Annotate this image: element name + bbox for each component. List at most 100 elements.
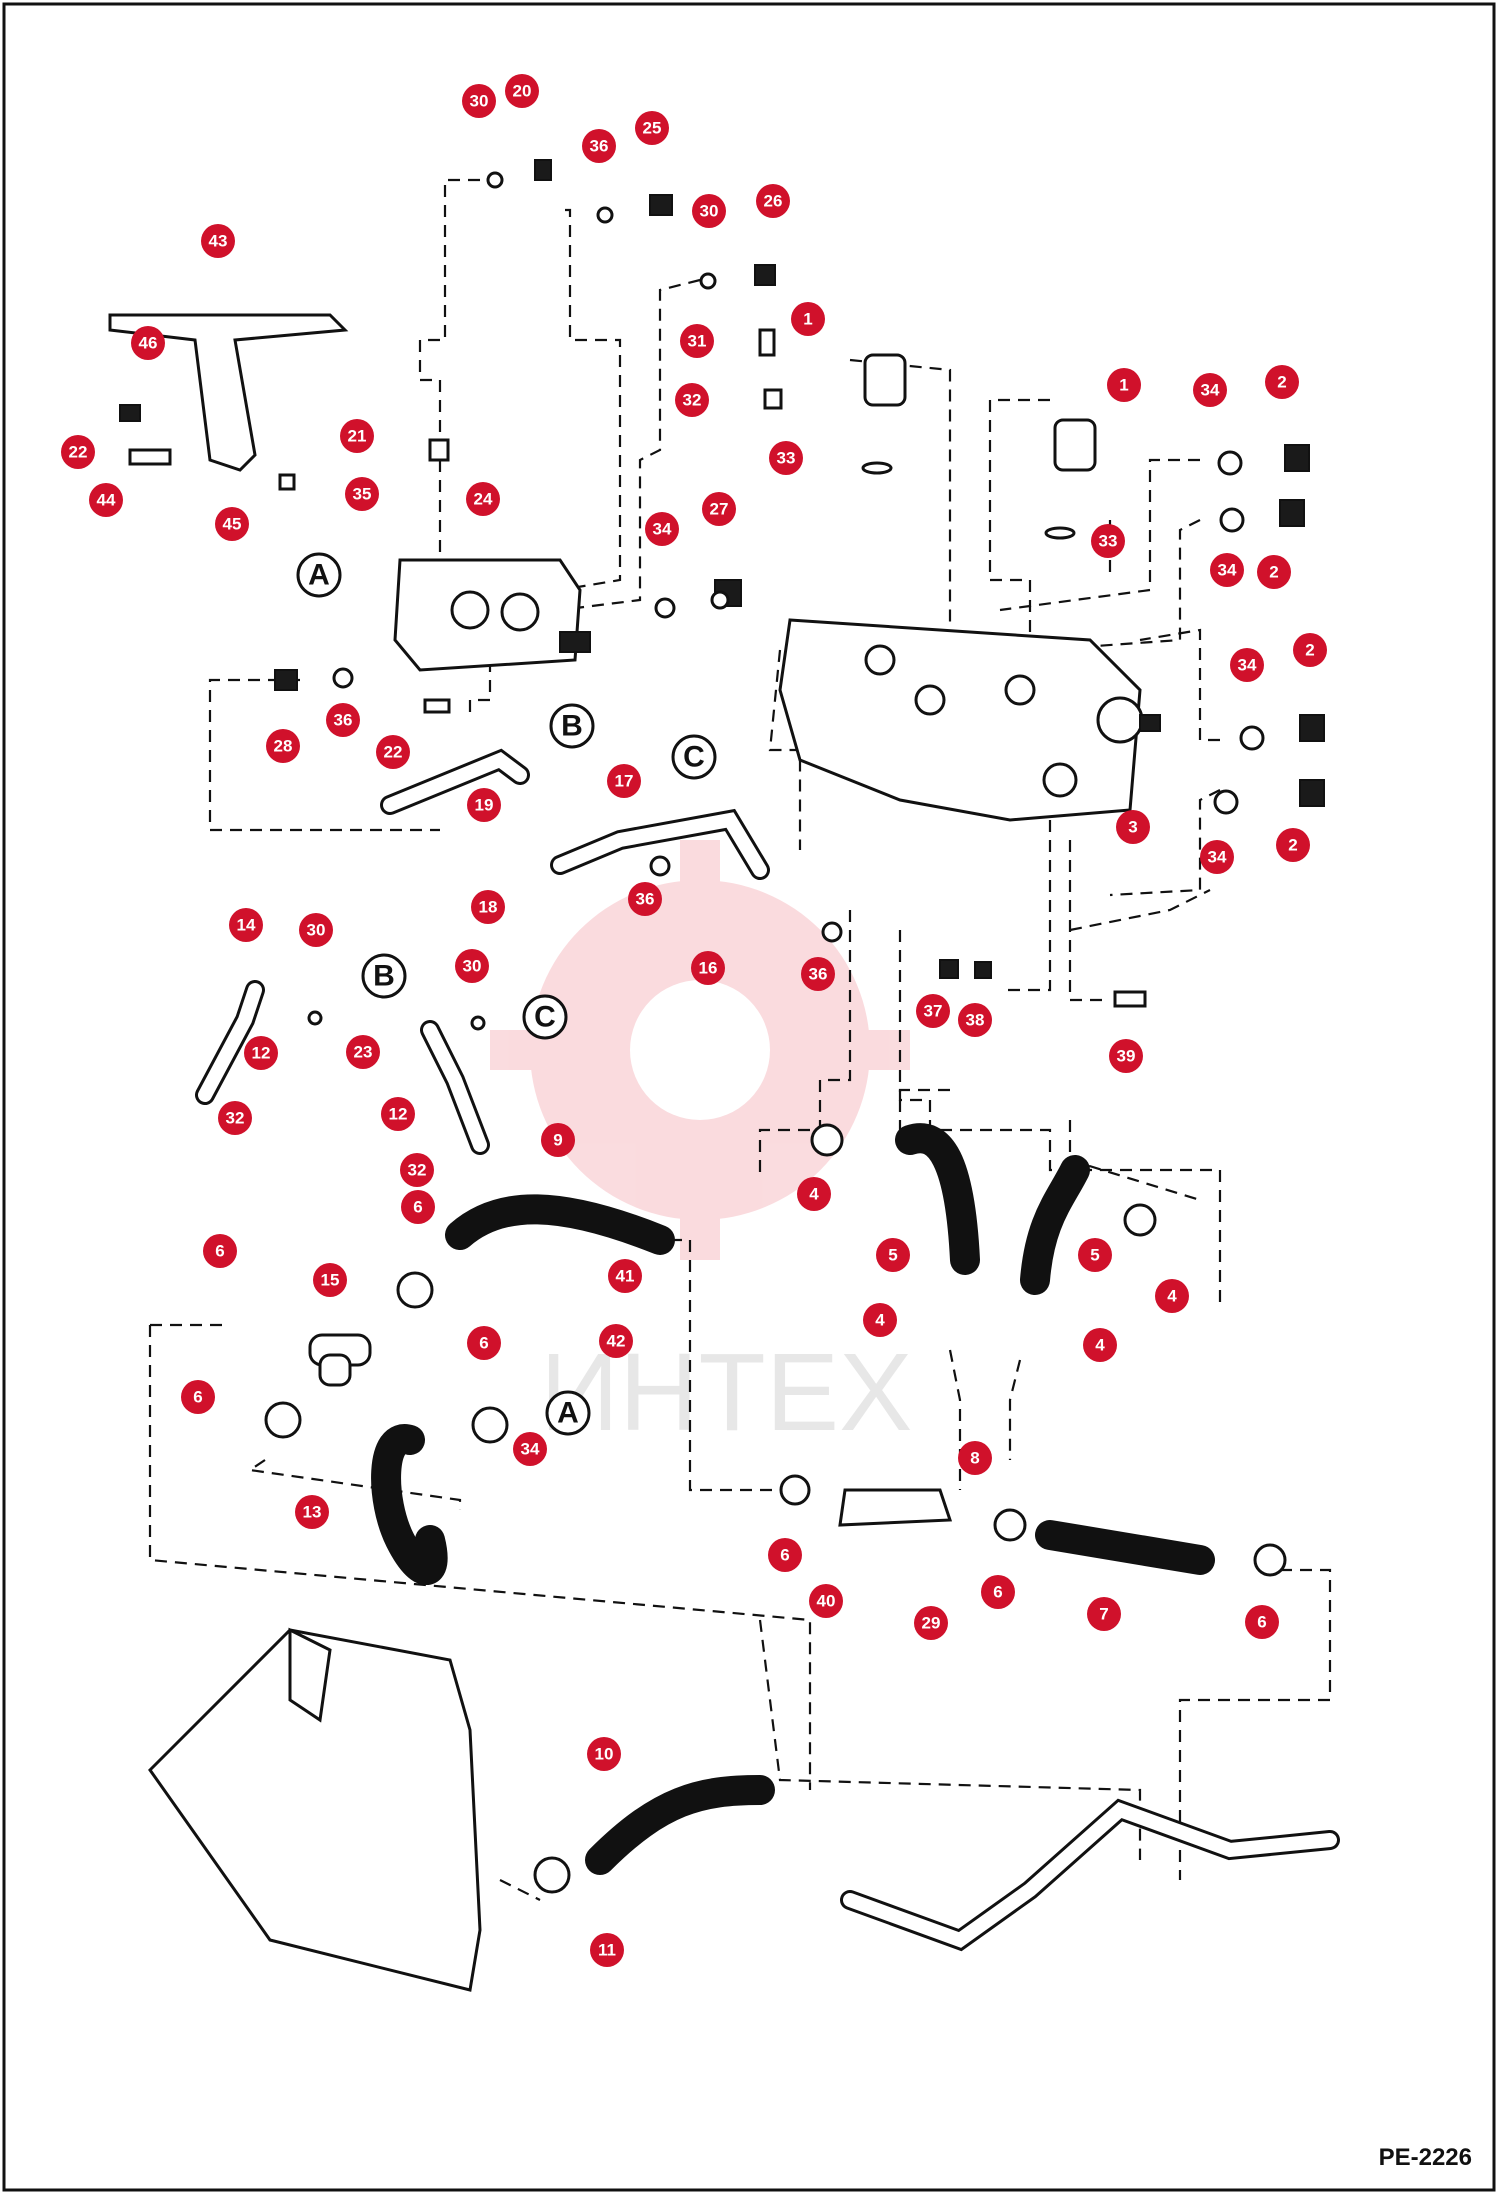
svg-text:B: B [561,710,583,743]
callout-34-e: 34 [1200,840,1234,874]
svg-text:4: 4 [1167,1287,1177,1306]
svg-text:32: 32 [683,391,702,410]
gear-pump [393,558,591,672]
svg-text:33: 33 [777,449,796,468]
callout-6-a: 6 [401,1190,435,1224]
svg-text:4: 4 [1095,1336,1105,1355]
callout-5-b: 5 [1078,1238,1112,1272]
callout-44: 44 [89,483,123,517]
callout-34-d: 34 [1230,648,1264,682]
callout-29: 29 [914,1606,948,1640]
callout-36-b: 36 [326,703,360,737]
svg-text:36: 36 [809,965,828,984]
connector-letter-a-top: A [296,552,342,598]
svg-text:42: 42 [607,1332,626,1351]
svg-text:31: 31 [688,332,707,351]
svg-text:30: 30 [463,957,482,976]
svg-text:12: 12 [252,1044,271,1063]
svg-text:35: 35 [353,485,372,504]
svg-text:21: 21 [348,427,367,446]
svg-text:6: 6 [993,1583,1002,1602]
fittings [119,159,1325,1031]
tee-and-clamps [264,1123,1287,1894]
callout-45: 45 [215,507,249,541]
callout-2-b: 2 [1257,555,1291,589]
svg-text:34: 34 [1218,561,1237,580]
svg-text:25: 25 [643,119,662,138]
callout-20: 20 [505,74,539,108]
svg-text:23: 23 [354,1043,373,1062]
svg-text:46: 46 [139,334,158,353]
callout-6-f: 6 [981,1575,1015,1609]
callout-22-b: 22 [376,735,410,769]
svg-text:6: 6 [479,1334,488,1353]
svg-text:8: 8 [970,1449,979,1468]
callout-7: 7 [1087,1597,1121,1631]
svg-text:36: 36 [334,711,353,730]
svg-text:4: 4 [875,1311,885,1330]
callout-14: 14 [229,908,263,942]
callout-46: 46 [131,326,165,360]
callout-30-b: 30 [692,194,726,228]
callout-4-b: 4 [1155,1279,1189,1313]
callout-37: 37 [916,994,950,1028]
callout-38: 38 [958,1003,992,1037]
svg-text:34: 34 [521,1440,540,1459]
svg-text:10: 10 [595,1745,614,1764]
svg-text:6: 6 [413,1198,422,1217]
callout-32-b: 32 [218,1101,252,1135]
svg-text:A: A [557,1397,579,1430]
callout-34-a: 34 [1193,373,1227,407]
callout-1-a: 1 [791,302,825,336]
svg-text:34: 34 [653,520,672,539]
callout-32-c: 32 [400,1153,434,1187]
svg-text:44: 44 [97,491,116,510]
svg-text:32: 32 [408,1161,427,1180]
svg-text:C: C [534,1001,556,1034]
callout-31: 31 [680,324,714,358]
svg-text:30: 30 [700,202,719,221]
callout-2-c: 2 [1293,633,1327,667]
callout-1-b: 1 [1107,368,1141,402]
callout-8: 8 [958,1441,992,1475]
callout-22-a: 22 [61,435,95,469]
svg-text:34: 34 [1238,656,1257,675]
svg-text:39: 39 [1117,1047,1136,1066]
svg-text:5: 5 [888,1246,897,1265]
callout-28: 28 [266,729,300,763]
svg-text:2: 2 [1269,563,1278,582]
callout-39: 39 [1109,1039,1143,1073]
svg-text:C: C [683,741,705,774]
svg-text:37: 37 [924,1002,943,1021]
figure-id: PE-2226 [1378,2144,1472,2171]
callout-4-c: 4 [863,1303,897,1337]
svg-text:6: 6 [193,1388,202,1407]
callout-21: 21 [340,419,374,453]
connector-letter-a-bottom: A [545,1390,591,1436]
svg-text:32: 32 [226,1109,245,1128]
callout-27: 27 [702,492,736,526]
callout-6-e: 6 [768,1538,802,1572]
svg-text:A: A [308,559,330,592]
callout-34-f: 34 [513,1432,547,1466]
callout-33-a: 33 [769,441,803,475]
svg-text:22: 22 [384,743,403,762]
callout-9: 9 [541,1123,575,1157]
watermark-text: ИНТЕХ [540,1331,912,1454]
svg-text:3: 3 [1128,818,1137,837]
connector-letter-b-left: B [361,953,407,999]
svg-text:43: 43 [209,232,228,251]
svg-text:7: 7 [1099,1605,1108,1624]
svg-text:2: 2 [1277,373,1286,392]
callout-6-c: 6 [467,1326,501,1360]
svg-text:27: 27 [710,500,729,519]
svg-text:36: 36 [636,890,655,909]
callout-30-c: 30 [299,913,333,947]
hoses [371,1123,1215,1875]
svg-text:34: 34 [1201,381,1220,400]
svg-text:12: 12 [389,1105,408,1124]
connector-letter-b-top: B [549,703,595,749]
callout-30-d: 30 [455,949,489,983]
